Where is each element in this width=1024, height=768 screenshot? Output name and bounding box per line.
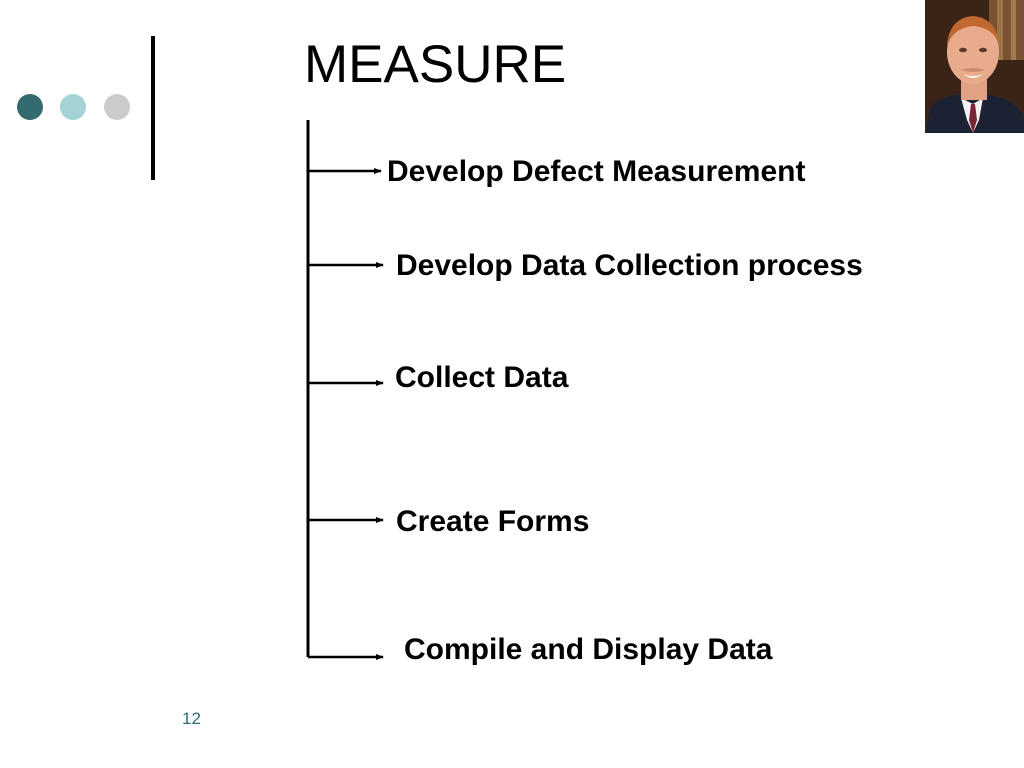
slide-title: MEASURE	[304, 35, 567, 94]
dot-gray	[104, 94, 130, 120]
step-develop-defect-measurement: Develop Defect Measurement	[387, 155, 806, 188]
title-divider	[151, 36, 155, 180]
dot-dark-teal	[17, 94, 43, 120]
portrait-photo	[925, 0, 1024, 133]
dot-light-teal	[60, 94, 86, 120]
step-develop-data-collection-process: Develop Data Collection process	[396, 249, 863, 282]
step-collect-data: Collect Data	[395, 361, 569, 394]
portrait-illustration	[925, 0, 1024, 133]
step-compile-and-display-data: Compile and Display Data	[404, 633, 773, 666]
step-create-forms: Create Forms	[396, 505, 590, 538]
page-number: 12	[182, 709, 201, 728]
